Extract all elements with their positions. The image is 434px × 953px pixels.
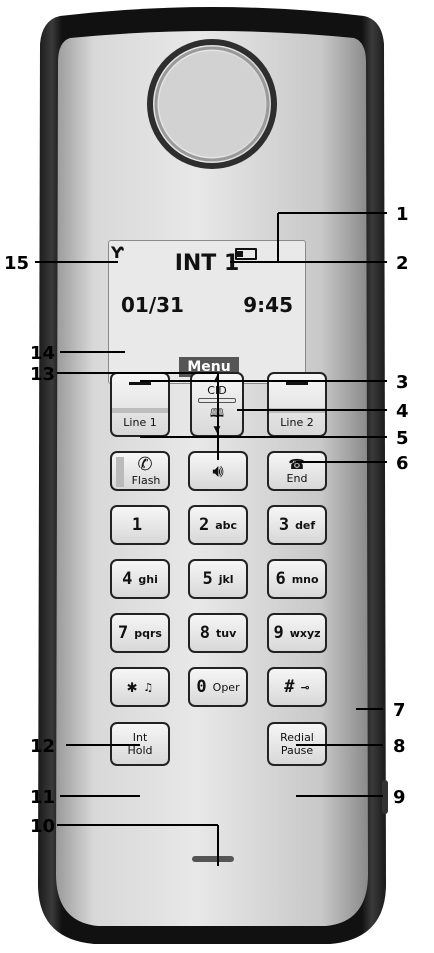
callout-9: 9 <box>393 787 406 808</box>
end-label: End <box>286 471 308 485</box>
callout-15: 15 <box>4 253 30 274</box>
nav-down-arrow-icon: ▼ <box>213 425 221 435</box>
key-star[interactable]: ✱♫ <box>110 667 170 707</box>
callout-7: 7 <box>393 700 406 721</box>
callout-5: 5 <box>396 428 409 449</box>
key-hash[interactable]: #⊸ <box>267 667 327 707</box>
speaker-icon: 🔊︎ <box>212 460 224 482</box>
dash-icon <box>129 382 151 385</box>
key-lock-icon: ⊸ <box>300 680 310 694</box>
callout-14: 14 <box>30 343 56 364</box>
callout-8: 8 <box>393 736 406 757</box>
callout-13: 13 <box>30 364 56 385</box>
end-key[interactable]: ☎ End <box>267 451 327 491</box>
callout-1: 1 <box>396 204 409 225</box>
handset-icon: ✆ <box>137 453 153 475</box>
callout-4: 4 <box>396 401 409 422</box>
callout-11: 11 <box>30 787 56 808</box>
display-time: 9:45 <box>243 293 293 317</box>
left-soft-key-label: Line 1 <box>123 416 157 429</box>
left-soft-key[interactable]: Line 1 <box>110 372 170 437</box>
callout-12: 12 <box>30 736 56 757</box>
flash-label: Flash <box>131 473 161 487</box>
antenna-icon: Ƴ <box>111 243 124 262</box>
key-1[interactable]: 1 <box>110 505 170 545</box>
callout-6: 6 <box>396 453 409 474</box>
callout-2: 2 <box>396 253 409 274</box>
right-soft-key-label: Line 2 <box>280 416 314 429</box>
callout-3: 3 <box>396 372 409 393</box>
talk-flash-key[interactable]: ✆ Flash <box>110 451 170 491</box>
ringer-icon: ♫ <box>143 680 154 694</box>
callout-10: 10 <box>30 816 56 837</box>
display-screen: Ƴ INT 1 01/31 9:45 Menu <box>108 240 306 384</box>
int-hold-key[interactable]: Int Hold <box>110 722 170 766</box>
display-title: INT 1 <box>174 251 240 276</box>
redial-pause-key[interactable]: Redial Pause <box>267 722 327 766</box>
battery-icon <box>235 248 257 260</box>
dash-icon <box>286 382 308 385</box>
display-date: 01/31 <box>121 293 184 317</box>
nav-up-arrow-icon: ▲ <box>213 374 221 384</box>
